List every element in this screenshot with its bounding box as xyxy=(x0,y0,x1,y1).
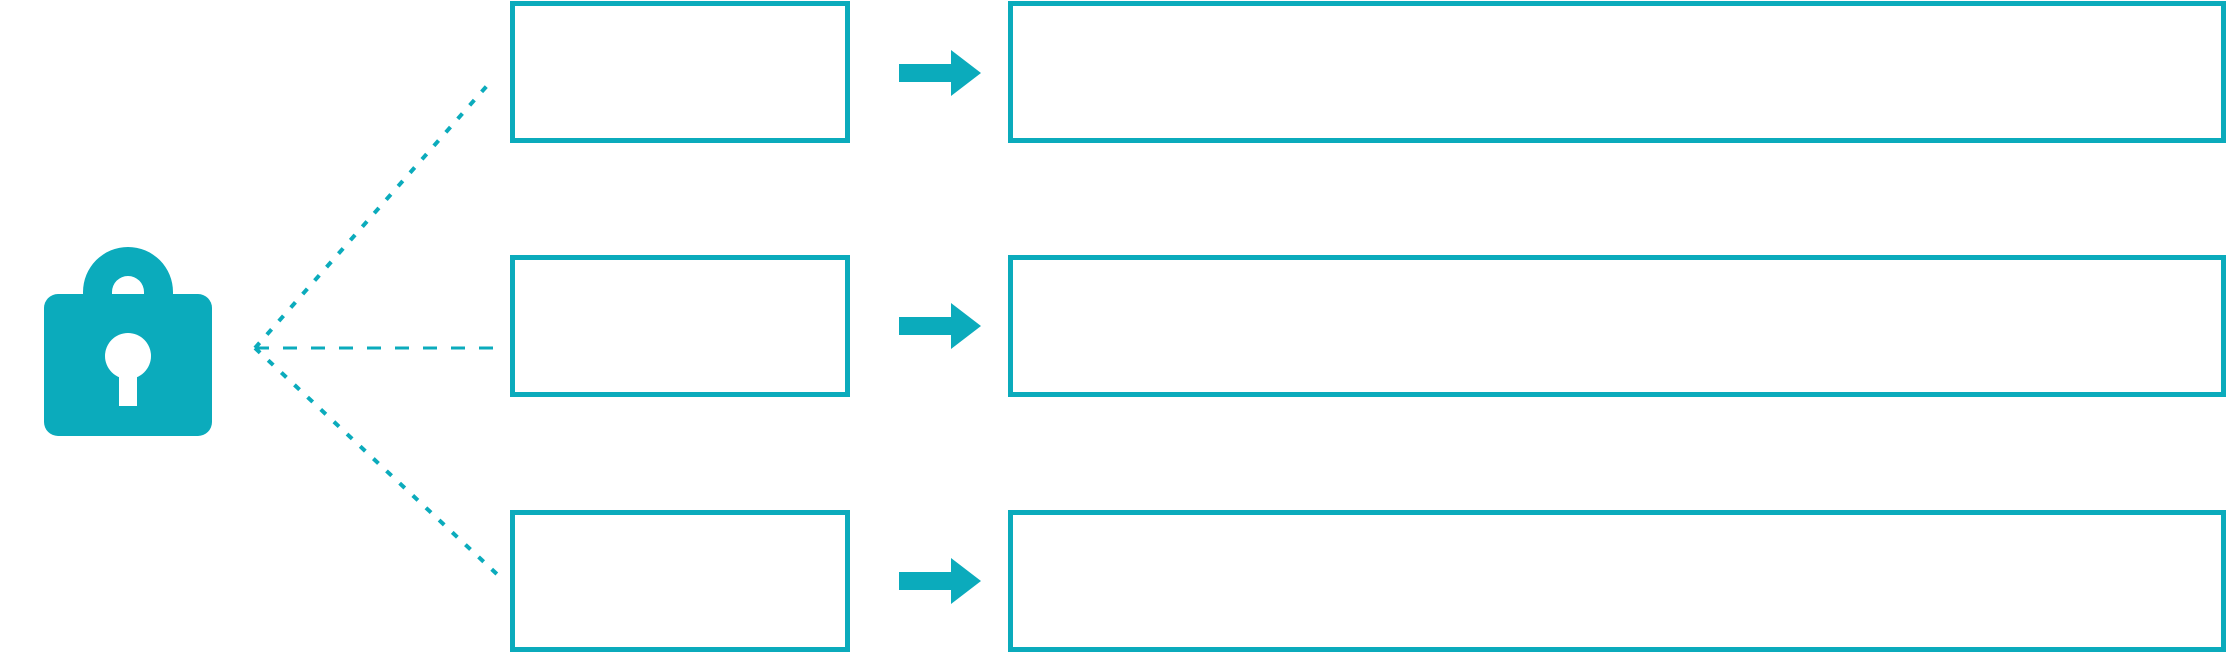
left-box-row-2[interactable] xyxy=(510,255,850,397)
arrow-right-icon-row-2 xyxy=(899,303,981,349)
lock-icon xyxy=(44,247,212,436)
right-box-row-3[interactable] xyxy=(1008,510,2226,652)
right-box-row-2[interactable] xyxy=(1008,255,2226,397)
arrow-right-icon-row-3 xyxy=(899,558,981,604)
connector-branch-bottom xyxy=(253,346,502,579)
left-box-row-3-label xyxy=(515,515,845,647)
right-box-row-1[interactable] xyxy=(1008,1,2226,143)
left-box-row-3[interactable] xyxy=(510,510,850,652)
left-box-row-1-label xyxy=(515,6,845,138)
connector-branch-top xyxy=(253,77,495,350)
right-box-row-1-label xyxy=(1013,6,2221,138)
right-box-row-3-label xyxy=(1013,515,2221,647)
left-box-row-2-label xyxy=(515,260,845,392)
right-box-row-2-label xyxy=(1013,260,2221,392)
left-box-row-1[interactable] xyxy=(510,1,850,143)
arrow-right-icon-row-1 xyxy=(899,50,981,96)
